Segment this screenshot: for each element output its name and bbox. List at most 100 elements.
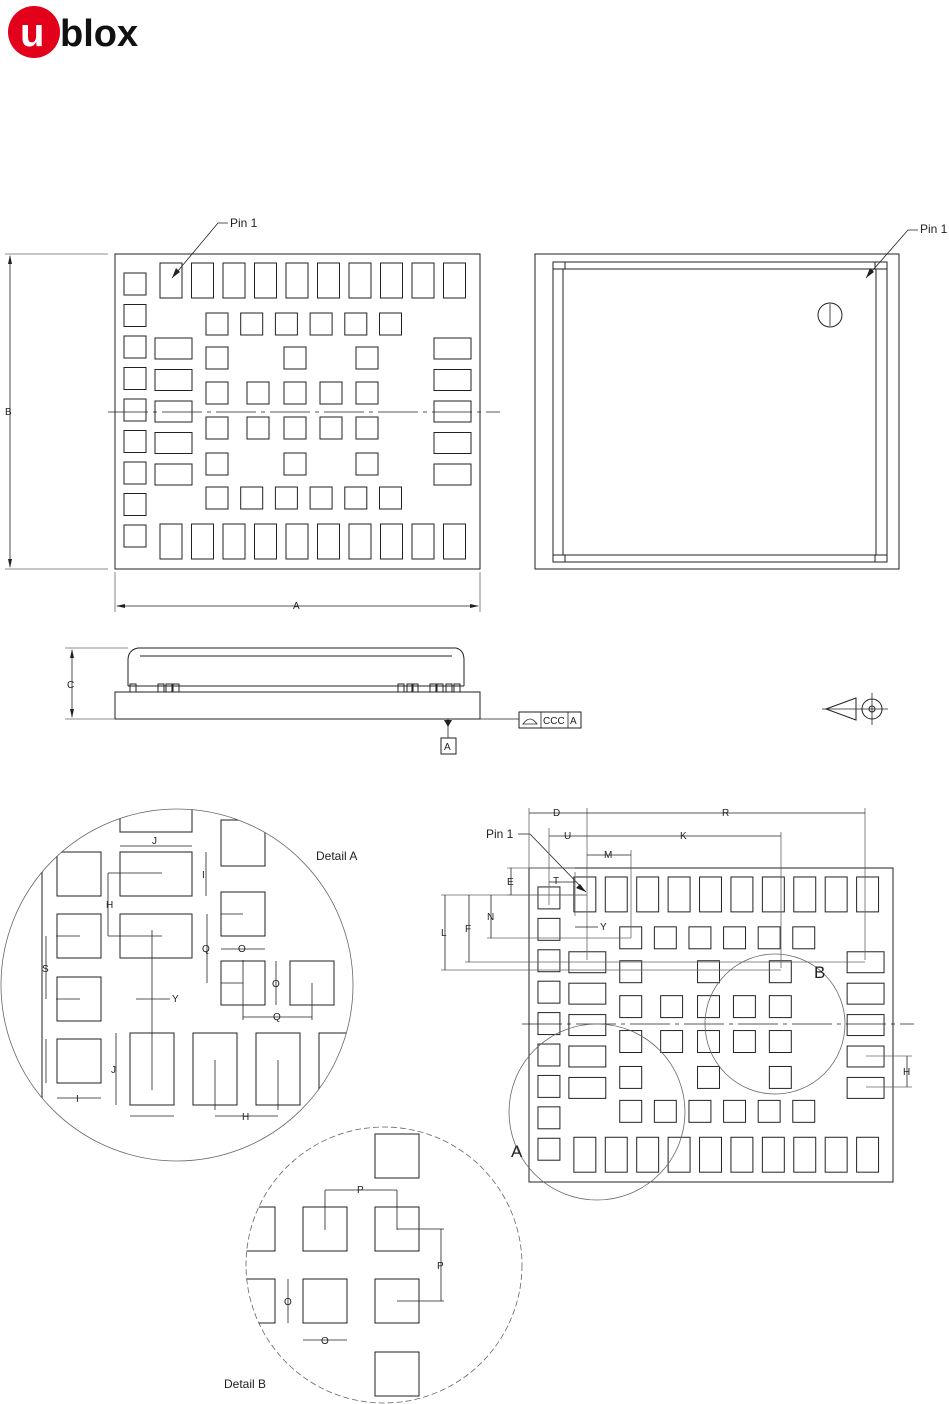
pad-inner-grid (320, 417, 342, 439)
lid-outline (535, 254, 899, 569)
pad-inner-grid (247, 382, 269, 404)
pad-top-row (444, 263, 466, 298)
pin1-arrow-dim (576, 884, 586, 892)
pad-bottom-row (637, 1137, 659, 1172)
pad-inner-grid (356, 382, 378, 404)
pad-right-rect (434, 401, 471, 422)
pad-top-row (668, 877, 690, 912)
pad-inner-grid (206, 347, 228, 369)
pad-top-row (192, 263, 214, 298)
pad-inner-row (793, 1100, 815, 1122)
profile-symbol (523, 719, 537, 724)
lid-shield-inner (563, 269, 876, 555)
detail-b-content: P P O O (231, 1134, 444, 1396)
pad-inner-row (345, 487, 367, 509)
pin1-label-dim: Pin 1 (486, 827, 514, 841)
pad-bottom-row (825, 1137, 847, 1172)
pad-bottom-row (255, 524, 277, 559)
pad-bottom-row (318, 524, 340, 559)
pad-inner-grid (698, 1066, 720, 1088)
label-k: K (680, 831, 687, 842)
solder-joint (398, 684, 404, 692)
dim-a-label: A (293, 601, 300, 612)
callout-a-label: A (511, 1142, 523, 1161)
top-view-pads (124, 263, 471, 559)
pad-bottom-row (574, 1137, 596, 1172)
pad-inner-row (206, 313, 228, 335)
detail-a-label-i: I (202, 870, 205, 881)
solder-joint (454, 684, 460, 692)
pad-inner-row (310, 313, 332, 335)
tolerance-datum: A (570, 716, 577, 727)
detail-b-pad (375, 1352, 419, 1396)
pad-inner-grid (661, 1031, 683, 1053)
pad-left-col (538, 1075, 560, 1097)
solder-joint (173, 684, 179, 692)
pad-left-rect (155, 433, 192, 454)
pad-inner-grid (206, 382, 228, 404)
pad-bottom-row (160, 524, 182, 559)
pad-right-rect (434, 370, 471, 391)
pad-inner-grid (733, 996, 755, 1018)
pad-inner-grid (698, 1031, 720, 1053)
solder-joint (430, 684, 436, 692)
pad-right-rect (847, 983, 884, 1004)
solder-joint (130, 684, 136, 692)
lid-corner-tl (553, 262, 565, 269)
detail-a-label-s: S (42, 964, 49, 975)
detail-a-content: J I H S Q O O Q Y J I H (42, 800, 363, 1160)
pad-inner-row (758, 1100, 780, 1122)
pad-top-row (318, 263, 340, 298)
dim-b-arrow-top (8, 255, 12, 264)
pad-bottom-row (668, 1137, 690, 1172)
pad-top-row (574, 877, 596, 912)
pad-inner-grid (284, 382, 306, 404)
pad-inner-grid (206, 417, 228, 439)
pad-inner-grid (769, 1031, 791, 1053)
pad-left-col (538, 918, 560, 940)
side-solder-joints (130, 684, 460, 692)
pad-left-col (538, 950, 560, 972)
label-n: N (487, 912, 494, 923)
pad-left-col (538, 1044, 560, 1066)
datum-label: A (444, 742, 451, 753)
pad-top-row (794, 877, 816, 912)
label-f: F (465, 924, 471, 935)
pad-inner-grid (769, 1066, 791, 1088)
pad-inner-row (310, 487, 332, 509)
pad-right-rect (847, 1015, 884, 1036)
detail-b-pad (375, 1134, 419, 1178)
pad-inner-grid (284, 347, 306, 369)
detail-a-label-i2: I (76, 1094, 79, 1105)
dim-b-arrow-bottom (8, 559, 12, 568)
pad-bottom-row (700, 1137, 722, 1172)
pad-bottom-row (605, 1137, 627, 1172)
tolerance-value: CCC (543, 716, 565, 727)
pin1-leader (172, 223, 228, 278)
pad-left-col (124, 305, 146, 327)
solder-joint (446, 684, 452, 692)
detail-a-pad (57, 852, 101, 896)
lid-corner-br (875, 555, 887, 562)
pad-bottom-row (444, 524, 466, 559)
projection-symbol (822, 693, 888, 725)
pad-inner-grid (733, 1031, 755, 1053)
side-view: C A CCC A (65, 648, 581, 754)
pad-left-col (124, 494, 146, 516)
detail-b-pad (303, 1279, 347, 1323)
detail-b-pad (231, 1279, 275, 1323)
pad-top-row (286, 263, 308, 298)
pad-left-rect (155, 370, 192, 391)
callout-a-circle (509, 1024, 685, 1200)
pad-inner-grid (206, 453, 228, 475)
detail-b-pad (231, 1207, 275, 1251)
pad-inner-grid (284, 453, 306, 475)
detail-a: J I H S Q O O Q Y J I H Detail A (1, 800, 363, 1161)
detail-a-circle (1, 809, 353, 1161)
detail-b-label-o: O (284, 1297, 292, 1308)
pad-bottom-row (381, 524, 403, 559)
pin1-leader-dim (518, 834, 586, 892)
pad-top-row (605, 877, 627, 912)
pad-bottom-row (731, 1137, 753, 1172)
pad-inner-row (654, 1100, 676, 1122)
